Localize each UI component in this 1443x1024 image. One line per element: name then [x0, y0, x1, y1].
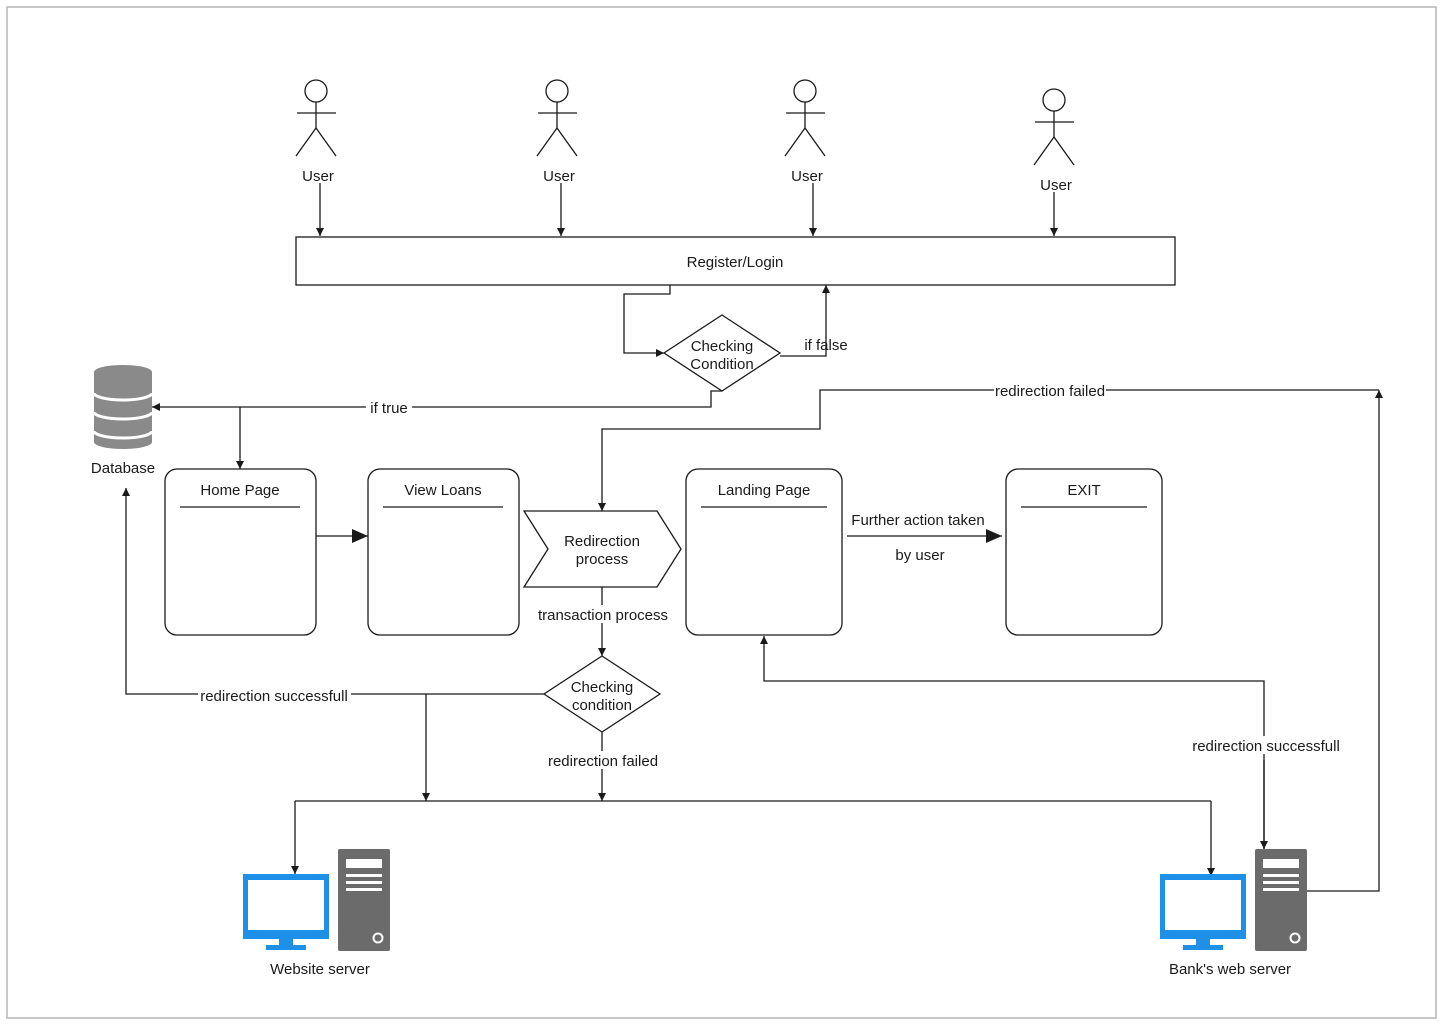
if-true-label: if true — [370, 400, 408, 417]
if-false-label: if false — [804, 337, 847, 354]
actor-label: User — [543, 168, 575, 185]
register-login-box: Register/Login — [295, 236, 1176, 286]
home-page-label: Home Page — [200, 482, 279, 499]
actor-label: User — [791, 168, 823, 185]
redirection-failed-top-label: redirection failed — [995, 383, 1105, 400]
view-loans-label: View Loans — [404, 482, 481, 499]
checking-condition-bottom-line2: condition — [572, 697, 632, 714]
actor-label: User — [1040, 177, 1072, 194]
bank-server-icon — [1255, 849, 1307, 951]
stick-figure-icon — [295, 79, 337, 157]
website-server-icon — [338, 849, 390, 951]
register-login-label: Register/Login — [687, 254, 784, 271]
website-monitor-icon — [243, 874, 329, 950]
redirection-failed-bottom-label: redirection failed — [548, 753, 658, 770]
checking-condition-bottom-line1: Checking — [571, 679, 634, 696]
actor-user-3: User — [784, 79, 826, 185]
redirection-successfull-left-label: redirection successfull — [200, 688, 348, 705]
checking-condition-top-line2: Condition — [690, 356, 753, 373]
connector-redirection-successfull-left — [122, 488, 544, 695]
bank-server-label: Bank's web server — [1169, 961, 1291, 978]
redirection-successfull-right-label: redirection successfull — [1192, 738, 1340, 755]
further-action-line1: Further action taken — [851, 512, 984, 529]
further-action-line2: by user — [895, 547, 944, 564]
landing-page-box: Landing Page — [685, 468, 843, 636]
connector-redirection-failed-top — [1306, 390, 1383, 892]
website-server-label: Website server — [270, 961, 370, 978]
database-label: Database — [91, 460, 155, 477]
bank-monitor-icon — [1160, 874, 1246, 950]
checking-condition-top-line1: Checking — [691, 338, 754, 355]
actor-user-1: User — [295, 79, 337, 185]
checking-condition-bottom: Checking condition — [542, 655, 662, 733]
actor-label: User — [302, 168, 334, 185]
actor-user-4: User — [1033, 88, 1075, 194]
redirection-process-shape: Redirection process — [522, 510, 682, 588]
exit-box: EXIT — [1005, 468, 1163, 636]
stick-figure-icon — [784, 79, 826, 157]
redirection-process-line2: process — [576, 551, 629, 568]
connector-if-false — [780, 285, 830, 357]
exit-label: EXIT — [1067, 482, 1100, 499]
transaction-process-label: transaction process — [538, 607, 668, 624]
stick-figure-icon — [1033, 88, 1075, 166]
actor-user-2: User — [536, 79, 578, 185]
home-page-box: Home Page — [164, 468, 317, 636]
redirection-process-line1: Redirection — [564, 533, 640, 550]
actor-connectors — [316, 183, 1058, 236]
view-loans-box: View Loans — [367, 468, 520, 636]
diagram-frame — [6, 6, 1437, 1019]
connector-if-true — [152, 390, 722, 411]
stick-figure-icon — [536, 79, 578, 157]
connector-register-to-check — [623, 285, 671, 357]
database-icon — [92, 365, 154, 449]
landing-page-label: Landing Page — [718, 482, 811, 499]
checking-condition-top: Checking Condition — [662, 314, 782, 392]
